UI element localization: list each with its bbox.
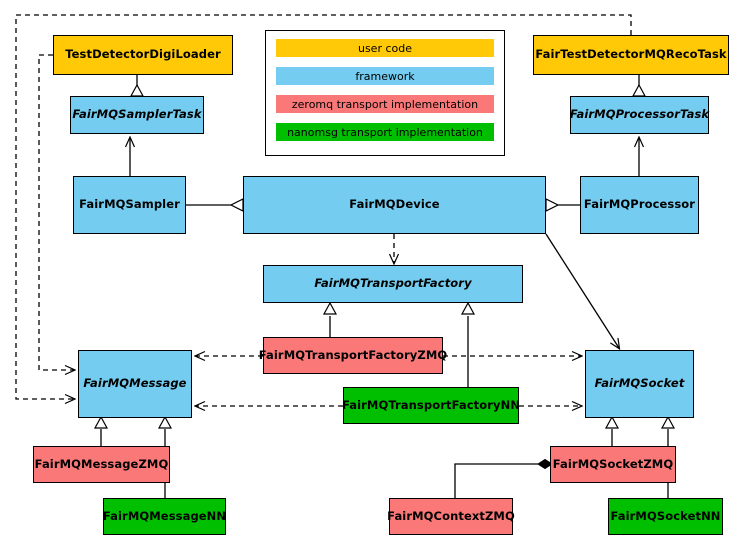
class-label: FairMQSocket [594, 376, 685, 391]
edge-recotask-processortask-head [631, 83, 647, 97]
edge-tfzmq-tf-head [322, 301, 338, 315]
edge-socketzmq-socket-head [604, 415, 620, 429]
edge-sampler-device-head [229, 198, 244, 212]
class-label: FairTestDetectorMQRecoTask [535, 47, 727, 62]
class-box-fairmqtransportfactoryzmq[interactable]: FairMQTransportFactoryZMQ [259, 337, 447, 374]
edge-messagezmq-message-head [93, 415, 109, 429]
class-label: FairMQDevice [349, 197, 440, 212]
legend-label: user code [357, 41, 413, 55]
class-box-fairmqprocessor[interactable]: FairMQProcessor [580, 176, 699, 234]
class-box-fairmqdevice[interactable]: FairMQDevice [243, 176, 546, 234]
class-box-fairmqmessage[interactable]: FairMQMessage [78, 350, 192, 418]
class-label: FairMQSocketNN [610, 508, 721, 523]
legend-item-user-code: user code [276, 39, 494, 57]
class-box-fairmqprocessortask[interactable]: FairMQProcessorTask [570, 96, 709, 134]
edge-processor-device-head [545, 198, 560, 212]
class-label: FairMQSampler [79, 197, 180, 212]
legend-label: nanomsg transport implementation [287, 125, 483, 139]
class-label: TestDetectorDigiLoader [65, 47, 221, 62]
legend-label: framework [355, 69, 415, 83]
class-box-fairmqsocketzmq[interactable]: FairMQSocketZMQ [550, 446, 676, 483]
edge-digiloader-message [38, 54, 74, 370]
class-label: FairMQMessageNN [102, 508, 227, 523]
class-box-fairmqtransportfactory[interactable]: FairMQTransportFactory [263, 265, 523, 303]
class-label: FairMQProcessorTask [569, 107, 710, 122]
class-label: FairMQSocketZMQ [552, 456, 674, 471]
class-box-fairmqsocket[interactable]: FairMQSocket [585, 350, 694, 418]
legend-item-zeromq: zeromq transport implementation [276, 95, 494, 113]
class-label: FairMQTransportFactoryNN [341, 397, 521, 412]
legend-item-nanomsg: nanomsg transport implementation [276, 123, 494, 141]
class-box-fairtestdetectormqrecotask[interactable]: FairTestDetectorMQRecoTask [533, 35, 729, 75]
class-label: FairMQProcessor [583, 197, 696, 212]
class-box-fairmqsampler[interactable]: FairMQSampler [73, 176, 186, 234]
class-label: FairMQContextZMQ [387, 508, 515, 523]
legend-item-framework: framework [276, 67, 494, 85]
class-box-fairmqsamplertask[interactable]: FairMQSamplerTask [70, 96, 204, 134]
class-label: FairMQMessageZMQ [34, 456, 169, 471]
class-label: FairMQTransportFactory [314, 276, 472, 291]
legend-label: zeromq transport implementation [291, 97, 479, 111]
class-label: FairMQMessage [83, 376, 187, 391]
edge-contextzmq-socketzmq [454, 458, 553, 498]
class-label: FairMQTransportFactoryZMQ [258, 347, 448, 362]
edge-tfnn-tf-head [460, 301, 476, 315]
edge-digiloader-samplertask-head [129, 83, 145, 97]
edge-messagenn-message-head [157, 415, 173, 429]
legend: user code framework zeromq transport imp… [265, 30, 505, 156]
edge-device-socket [545, 233, 619, 348]
class-box-fairmqtransportfactorynn[interactable]: FairMQTransportFactoryNN [341, 387, 521, 424]
class-box-fairmqsocketnn[interactable]: FairMQSocketNN [608, 498, 723, 535]
class-box-fairmqmessagezmq[interactable]: FairMQMessageZMQ [33, 446, 170, 483]
class-box-fairmqcontextzmq[interactable]: FairMQContextZMQ [387, 498, 515, 535]
class-label: FairMQSamplerTask [72, 107, 202, 122]
edge-socketnn-socket-head [660, 415, 676, 429]
class-box-testdetectordigiloader[interactable]: TestDetectorDigiLoader [53, 35, 233, 75]
class-box-fairmqmessagenn[interactable]: FairMQMessageNN [103, 498, 226, 535]
